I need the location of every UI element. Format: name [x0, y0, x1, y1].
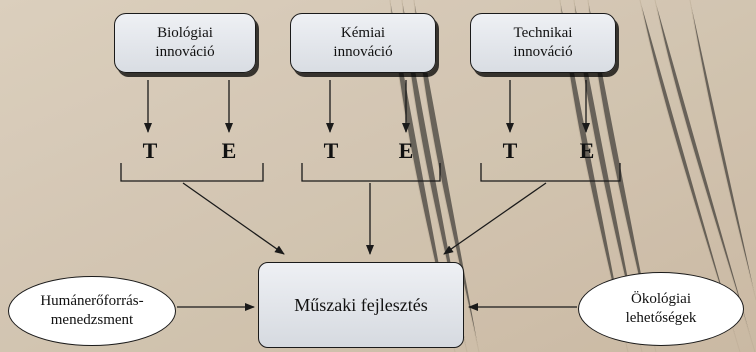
chemical-innovation-label: Kémiai innováció: [333, 25, 393, 60]
biological-innovation-box: Biológiai innováció: [114, 13, 256, 73]
technical-innovation-label: Technikai innováció: [513, 25, 573, 60]
technical-development-label: Műszaki fejlesztés: [294, 294, 428, 315]
ecological-possibilities-label: Ökológiai lehetőségek: [625, 291, 697, 326]
e-letter-chemical: E: [398, 138, 414, 163]
e-letter-technical: E: [579, 138, 595, 163]
ecological-possibilities-ellipse: Ökológiai lehetőségek: [578, 272, 744, 346]
t-letter-biological: T: [142, 138, 158, 163]
technical-development-box: Műszaki fejlesztés: [258, 262, 464, 348]
t-letter-chemical: T: [323, 138, 339, 163]
technical-innovation-box: Technikai innováció: [470, 13, 616, 73]
human-resource-management-ellipse: Humánerőforrás- menedzsment: [8, 276, 176, 346]
e-letter-biological: E: [221, 138, 237, 163]
t-letter-technical: T: [502, 138, 518, 163]
biological-innovation-label: Biológiai innováció: [155, 25, 215, 60]
human-resource-management-label: Humánerőforrás- menedzsment: [40, 293, 144, 328]
chemical-innovation-box: Kémiai innováció: [290, 13, 436, 73]
